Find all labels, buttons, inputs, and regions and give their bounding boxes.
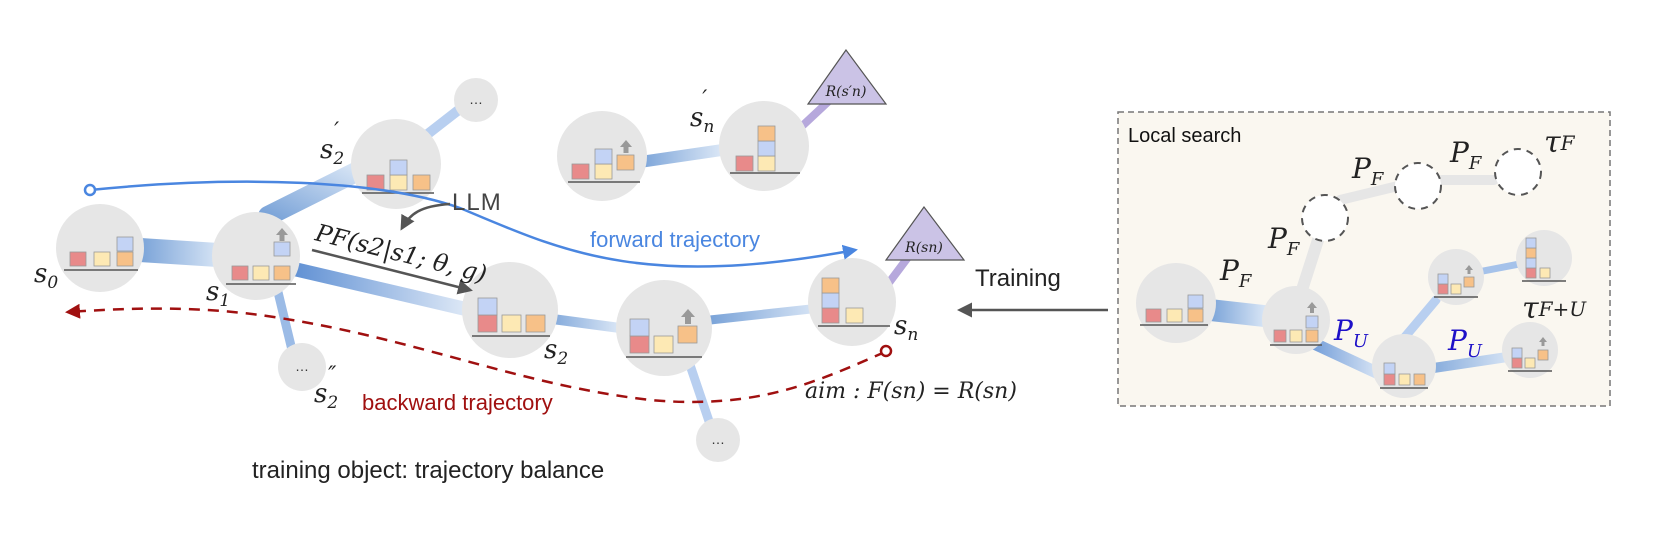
forward-trajectory-start — [83, 183, 97, 197]
edge-mid2-sn — [705, 303, 825, 325]
state-labels: s0 s1 s2 s2′ s2″ sn′ sn — [34, 87, 918, 413]
ls-pf-label-2: PF — [1267, 222, 1301, 260]
state-sn — [808, 258, 896, 346]
training-arrow-label: Training — [975, 265, 1061, 292]
ls-state-d — [1516, 230, 1572, 286]
backward-trajectory-start — [879, 344, 893, 358]
training-object-caption: training object: trajectory balance — [252, 457, 604, 484]
ls-tau-fu-label: τF+U — [1522, 291, 1587, 326]
ls-candidate-state-1 — [1301, 194, 1349, 242]
ls-state-c — [1428, 249, 1484, 305]
ls-pu-label-2: PU — [1447, 324, 1483, 362]
state-top-mid — [557, 111, 647, 201]
state-s2-prime — [351, 119, 441, 209]
ls-pf-label-1: PF — [1219, 254, 1253, 292]
llm-arrow — [400, 202, 451, 231]
forward-trajectory-label: forward trajectory — [590, 227, 760, 252]
edge-mid-snprime — [634, 144, 728, 168]
state-bottom-mid — [616, 280, 712, 376]
ls-state-b — [1372, 334, 1436, 398]
ls-candidate-state-3 — [1494, 148, 1542, 196]
ls-pu-label-1: PU — [1333, 314, 1369, 352]
ls-edge-b-c — [1399, 295, 1441, 343]
state-s1 — [212, 212, 300, 300]
edge-s2-mid2 — [540, 313, 625, 333]
aim-equation: aim : F(sn) = R(sn) — [805, 379, 1017, 404]
forward-trajectory-arrow — [89, 180, 858, 268]
reward-sn-prime: R(s′n) — [806, 48, 888, 105]
ls-tau-f-label: τF — [1544, 125, 1576, 160]
reward-sn: R(sn) — [884, 205, 966, 261]
label-sn-prime: sn′ — [690, 87, 714, 137]
ellipsis-label: … — [711, 431, 725, 447]
edge-snprime-reward — [796, 96, 834, 132]
ellipsis-label: … — [469, 91, 483, 107]
llm-label: LLM — [452, 189, 502, 216]
edge-s1-s2dblprime — [273, 287, 297, 355]
ls-state-a — [1262, 286, 1330, 354]
label-s1: s1 — [206, 277, 230, 311]
ls-candidate-state-2 — [1394, 162, 1442, 210]
state-s2-double-prime: … — [278, 343, 326, 391]
pf-arrow — [311, 248, 473, 295]
edge-mid2-ellipsis — [685, 360, 717, 435]
ls-state-start — [1136, 263, 1216, 343]
ls-pf-label-3: PF — [1351, 152, 1385, 190]
reward-sn-label: R(sn) — [904, 240, 943, 256]
state-s0 — [56, 204, 144, 292]
label-s2-double-prime: s2″ — [314, 363, 338, 413]
edge-s0-s1 — [128, 238, 230, 267]
backward-trajectory-label: backward trajectory — [362, 390, 553, 415]
state-s2 — [462, 262, 558, 358]
ls-state-e — [1502, 322, 1558, 378]
ls-edge-start-a — [1199, 299, 1275, 327]
state-ellipsis-top: … — [454, 78, 498, 122]
ellipsis-label: … — [295, 358, 309, 374]
label-s2-prime: s2′ — [320, 119, 344, 169]
state-ellipsis-bottom: … — [696, 418, 740, 462]
local-search-title: Local search — [1128, 125, 1241, 147]
local-search-panel: Local search — [1117, 111, 1611, 407]
ls-pf-label-4: PF — [1449, 136, 1483, 174]
label-s2: s2 — [544, 335, 568, 369]
label-sn: sn — [894, 311, 918, 345]
edge-s1-s2prime — [258, 160, 370, 226]
backward-trajectory-arrow — [65, 303, 886, 404]
reward-sn-prime-label: R(s′n) — [825, 84, 867, 100]
edge-s1-s2 — [283, 261, 477, 317]
state-sn-prime — [719, 101, 809, 191]
label-s0: s0 — [34, 259, 58, 293]
